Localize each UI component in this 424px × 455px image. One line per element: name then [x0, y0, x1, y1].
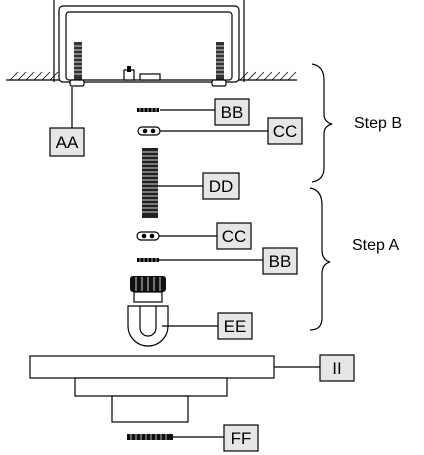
callout-aa-text: AA: [56, 133, 79, 152]
callout-dd-text: DD: [209, 177, 234, 196]
callout-cc-lower-text: CC: [222, 227, 247, 246]
part-bb-upper: [137, 108, 159, 112]
fixture-housing: [53, 0, 245, 87]
callout-cc-upper-text: CC: [273, 122, 298, 141]
callout-cc-lower: CC: [216, 222, 252, 250]
part-ee-bulb: [127, 276, 169, 347]
callout-ii: II: [319, 354, 355, 382]
callout-cc-upper: CC: [267, 117, 303, 145]
part-cc-upper: [137, 126, 161, 136]
part-bb-lower: [137, 258, 159, 262]
callout-ee: EE: [217, 312, 253, 340]
part-ff-finial: [127, 434, 173, 440]
callout-ii-text: II: [332, 359, 341, 378]
callout-bb-lower-text: BB: [269, 252, 292, 271]
callout-ee-text: EE: [224, 317, 247, 336]
part-dd-threaded-rod: [142, 148, 158, 218]
callout-ff-text: FF: [231, 429, 252, 448]
callout-aa: AA: [49, 127, 85, 157]
part-cc-lower: [136, 231, 160, 241]
callout-bb-upper-text: BB: [221, 103, 244, 122]
part-ii-canopy: [29, 355, 275, 423]
step-brackets: [309, 63, 333, 331]
step-b-label: Step B: [354, 115, 402, 132]
callout-dd: DD: [202, 172, 240, 200]
step-a-label: Step A: [352, 237, 399, 254]
callout-ff: FF: [223, 424, 259, 452]
leader-lines: [71, 87, 320, 438]
callout-bb-upper: BB: [214, 98, 250, 126]
callout-bb-lower: BB: [262, 247, 298, 275]
